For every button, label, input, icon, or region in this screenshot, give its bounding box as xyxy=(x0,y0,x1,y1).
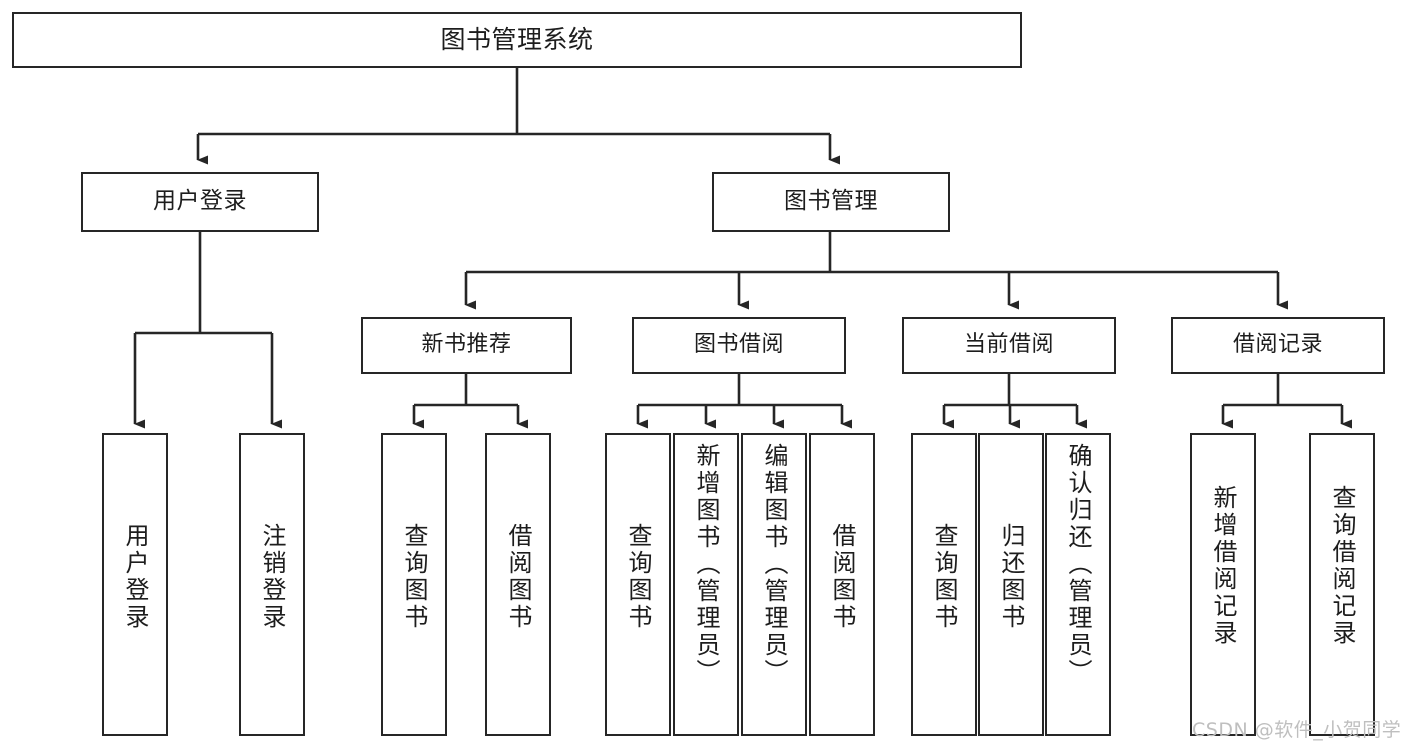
leaf-user-login-login[interactable]: 用户登录 xyxy=(102,433,168,736)
csdn-watermark: CSDN @软件_小贺同学 xyxy=(1192,719,1402,741)
leaf-current-borrow-query-books-label: 查询图书 xyxy=(930,523,958,631)
node-current-borrow-label: 当前借阅 xyxy=(963,332,1054,358)
leaf-current-borrow-confirm-return-admin[interactable]: 确认归还（管理员） xyxy=(1045,433,1111,736)
node-new-book-recommend[interactable]: 新书推荐 xyxy=(361,317,572,374)
node-root-book-management-system[interactable]: 图书管理系统 xyxy=(12,12,1022,68)
node-book-borrow[interactable]: 图书借阅 xyxy=(632,317,846,374)
leaf-user-login-logout[interactable]: 注销登录 xyxy=(239,433,305,736)
node-book-management[interactable]: 图书管理 xyxy=(712,172,950,232)
leaf-borrow-records-query-record-label: 查询借阅记录 xyxy=(1328,485,1356,647)
leaf-book-borrow-edit-book-admin[interactable]: 编辑图书（管理员） xyxy=(741,433,807,736)
node-user-login-label: 用户登录 xyxy=(153,188,247,215)
leaf-new-book-borrow-books-label: 借阅图书 xyxy=(504,523,532,631)
node-book-management-label: 图书管理 xyxy=(784,188,878,215)
node-current-borrow[interactable]: 当前借阅 xyxy=(902,317,1116,374)
leaf-current-borrow-query-books[interactable]: 查询图书 xyxy=(911,433,977,736)
leaf-user-login-logout-label: 注销登录 xyxy=(258,523,286,631)
leaf-new-book-borrow-books[interactable]: 借阅图书 xyxy=(485,433,551,736)
leaf-book-borrow-edit-book-admin-label: 编辑图书（管理员） xyxy=(760,443,788,686)
leaf-borrow-records-add-record[interactable]: 新增借阅记录 xyxy=(1190,433,1256,736)
leaf-book-borrow-borrow-books-label: 借阅图书 xyxy=(828,523,856,631)
leaf-book-borrow-borrow-books[interactable]: 借阅图书 xyxy=(809,433,875,736)
leaf-new-book-query-books-label: 查询图书 xyxy=(400,523,428,631)
node-new-book-recommend-label: 新书推荐 xyxy=(421,332,512,358)
leaf-book-borrow-add-book-admin-label: 新增图书（管理员） xyxy=(692,443,720,686)
node-book-borrow-label: 图书借阅 xyxy=(693,332,784,358)
leaf-book-borrow-query-books[interactable]: 查询图书 xyxy=(605,433,671,736)
node-borrow-records[interactable]: 借阅记录 xyxy=(1171,317,1385,374)
leaf-borrow-records-query-record[interactable]: 查询借阅记录 xyxy=(1309,433,1375,736)
leaf-current-borrow-confirm-return-admin-label: 确认归还（管理员） xyxy=(1064,443,1092,686)
leaf-new-book-query-books[interactable]: 查询图书 xyxy=(381,433,447,736)
leaf-current-borrow-return-books-label: 归还图书 xyxy=(997,523,1025,631)
node-root-label: 图书管理系统 xyxy=(440,25,594,54)
node-borrow-records-label: 借阅记录 xyxy=(1232,332,1323,358)
leaf-user-login-login-label: 用户登录 xyxy=(121,523,149,631)
node-user-login[interactable]: 用户登录 xyxy=(81,172,319,232)
leaf-book-borrow-add-book-admin[interactable]: 新增图书（管理员） xyxy=(673,433,739,736)
leaf-current-borrow-return-books[interactable]: 归还图书 xyxy=(978,433,1044,736)
leaf-borrow-records-add-record-label: 新增借阅记录 xyxy=(1209,485,1237,647)
leaf-book-borrow-query-books-label: 查询图书 xyxy=(624,523,652,631)
